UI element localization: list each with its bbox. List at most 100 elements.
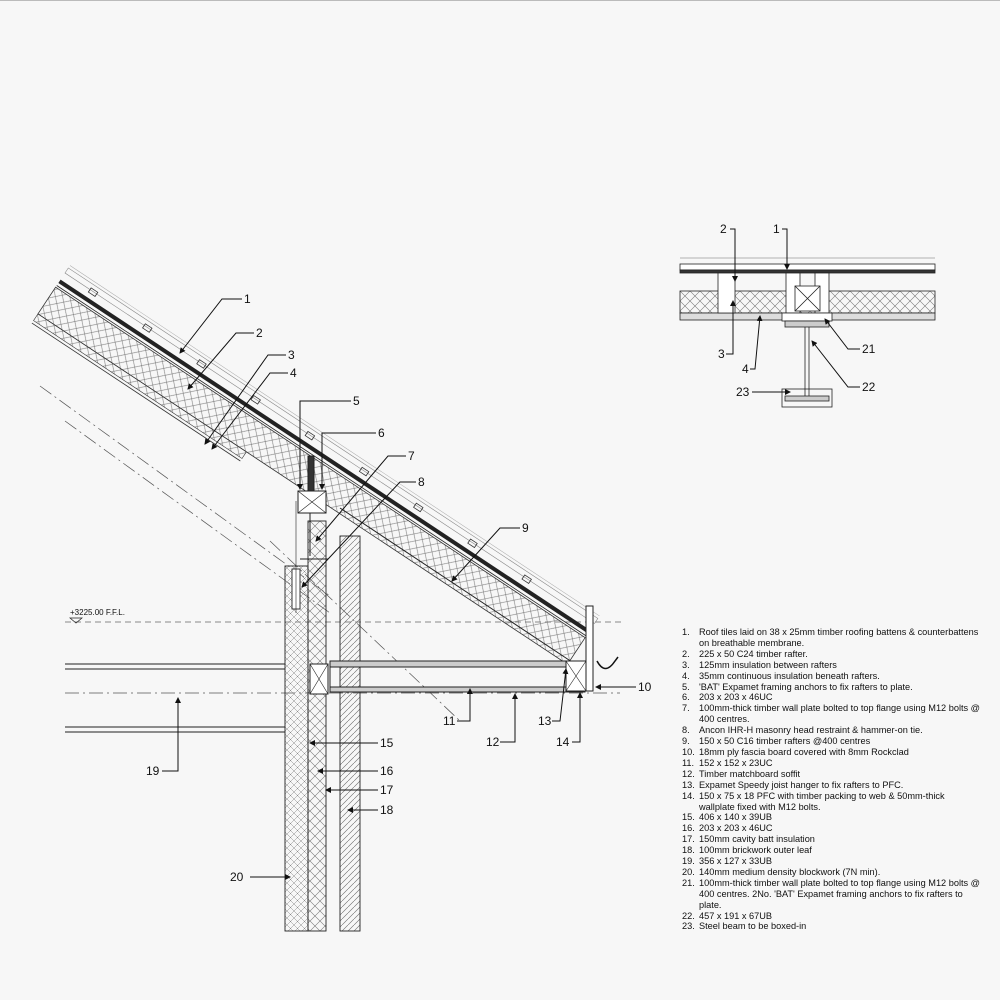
legend-item: 2. 225 x 50 C24 timber rafter.	[682, 649, 982, 660]
callout-6: 6	[378, 426, 385, 440]
legend-item-text: 203 x 203 x 46UC	[699, 692, 773, 703]
legend-item-text: 140mm medium density blockwork (7N min).	[699, 866, 881, 877]
legend-item: 20. 140mm medium density blockwork (7N mi…	[682, 867, 982, 878]
legend-item: 12. Timber matchboard soffit	[682, 769, 982, 780]
legend-item-text: 150 x 75 x 18 PFC with timber packing to…	[699, 790, 945, 812]
legend-item: 11. 152 x 152 x 23UC	[682, 758, 982, 769]
legend-item-number: 2.	[682, 648, 690, 659]
legend-item-number: 16.	[682, 823, 695, 834]
callout-2: 2	[256, 326, 263, 340]
legend-item: 16. 203 x 203 x 46UC	[682, 823, 982, 834]
legend-item: 14. 150 x 75 x 18 PFC with timber packing…	[682, 791, 982, 813]
gutter-icon	[596, 656, 619, 670]
legend-item-number: 17.	[682, 834, 695, 845]
legend-item: 8. Ancon IHR-H masonry head restraint & h…	[682, 725, 982, 736]
callout-8: 8	[418, 475, 425, 489]
legend-item: 21. 100mm-thick timber wall plate bolted …	[682, 878, 982, 911]
callout-10: 10	[638, 680, 652, 694]
legend-item-text: 225 x 50 C24 timber rafter.	[699, 648, 808, 659]
level-marker-icon	[69, 617, 83, 624]
legend-item-text: 100mm brickwork outer leaf	[699, 845, 812, 856]
callout-5: 5	[353, 394, 360, 408]
legend-item: 19. 356 x 127 x 33UB	[682, 856, 982, 867]
legend-item-text: 150mm cavity batt insulation	[699, 834, 815, 845]
legend-item-number: 8.	[682, 725, 690, 736]
legend-item: 18. 100mm brickwork outer leaf	[682, 845, 982, 856]
legend-item: 3. 125mm insulation between rafters	[682, 660, 982, 671]
callout-14: 14	[556, 735, 570, 749]
legend-item-text: 406 x 140 x 39UB	[699, 812, 773, 823]
callout-3: 3	[288, 348, 295, 362]
legend-item-number: 19.	[682, 856, 695, 867]
callout-1: 1	[244, 292, 251, 306]
legend-item-number: 3.	[682, 659, 690, 670]
legend-item: 5.'BAT' Expamet framing anchors to fix r…	[682, 682, 982, 693]
legend-item-number: 13.	[682, 779, 695, 790]
cavity-wall	[284, 501, 361, 932]
legend-item: 9. 150 x 50 C16 timber rafters @400 centr…	[682, 736, 982, 747]
legend-item-text: Timber matchboard soffit	[699, 768, 801, 779]
callout-leaders	[162, 228, 860, 880]
callout-9: 9	[522, 521, 529, 535]
callout-20: 20	[230, 870, 244, 884]
legend-item-text: 150 x 50 C16 timber rafters @400 centres	[699, 736, 871, 747]
legend-item-text: 125mm insulation between rafters	[699, 659, 837, 670]
legend-notes: 1. Roof tiles laid on 38 x 25mm timber ro…	[682, 627, 982, 932]
steel-beams	[65, 605, 594, 733]
legend-item-text: Ancon IHR-H masonry head restraint & ham…	[699, 725, 923, 736]
legend-item: 6.203 x 203 x 46UC	[682, 692, 982, 703]
legend-item-text: 457 x 191 x 67UB	[699, 910, 773, 921]
callout-19: 19	[146, 764, 160, 778]
legend-item-number: 4.	[682, 670, 690, 681]
legend-item-text: 18mm ply fascia board covered with 8mm R…	[699, 746, 909, 757]
legend-item-number: 7.	[682, 703, 690, 714]
legend-item-text: 100mm-thick timber wall plate bolted to …	[699, 703, 981, 725]
legend-item-number: 18.	[682, 845, 695, 856]
inset-callout-4: 4	[742, 362, 749, 376]
callout-15: 15	[380, 736, 394, 750]
legend-item-text: Expamet Speedy joist hanger to fix rafte…	[699, 779, 904, 790]
inset-callout-1: 1	[773, 222, 780, 236]
legend-item-number: 22.	[682, 910, 695, 921]
legend-item: 22. 457 x 191 x 67UB	[682, 911, 982, 922]
inset-callout-2: 2	[720, 222, 727, 236]
legend-item-text: 203 x 203 x 46UC	[699, 823, 773, 834]
callout-22: 22	[862, 380, 876, 394]
legend-item: 7. 100mm-thick timber wall plate bolted t…	[682, 703, 982, 725]
legend-item-number: 20.	[682, 866, 695, 877]
callout-7: 7	[408, 449, 415, 463]
legend-item: 15.406 x 140 x 39UB	[682, 812, 982, 823]
legend-item: 4. 35mm continuous insulation beneath raf…	[682, 671, 982, 682]
callout-12: 12	[486, 735, 500, 749]
callout-labels: 1 2 3 4 5 6 7 8 9 10 11 12 13 14 15 16 1…	[146, 222, 876, 884]
callout-23: 23	[736, 385, 750, 399]
legend-item-text: 356 x 127 x 33UB	[699, 856, 773, 867]
callout-21: 21	[862, 342, 876, 356]
legend-item-number: 12.	[682, 768, 695, 779]
level-marker-text: +3225.00 F.F.L.	[70, 608, 125, 617]
legend-item-number: 21.	[682, 877, 695, 888]
legend-item-text: Roof tiles laid on 38 x 25mm timber roof…	[699, 627, 979, 648]
legend-item-text: 100mm-thick timber wall plate bolted to …	[699, 877, 981, 910]
legend-item: 10. 18mm ply fascia board covered with 8m…	[682, 747, 982, 758]
legend-item-text: Steel beam to be boxed-in	[699, 921, 807, 932]
callout-16: 16	[380, 764, 394, 778]
inset-detail	[679, 257, 936, 408]
legend-item-text: 152 x 152 x 23UC	[699, 757, 773, 768]
legend-item: 17. 150mm cavity batt insulation	[682, 834, 982, 845]
legend-item: 1. Roof tiles laid on 38 x 25mm timber ro…	[682, 627, 982, 649]
callout-13: 13	[538, 714, 552, 728]
legend-item-number: 11.	[682, 757, 695, 768]
legend-item-number: 14.	[682, 790, 695, 801]
legend-item-number: 5.	[682, 681, 690, 692]
legend-item-text: 35mm continuous insulation beneath rafte…	[699, 670, 880, 681]
wall-plate	[297, 455, 328, 560]
legend-item: 23.Steel beam to be boxed-in	[682, 921, 982, 932]
callout-17: 17	[380, 783, 394, 797]
legend-item-number: 1.	[682, 627, 690, 637]
legend-item-number: 10.	[682, 746, 695, 757]
legend-item-number: 9.	[682, 736, 690, 747]
rafter-underside	[339, 507, 579, 667]
